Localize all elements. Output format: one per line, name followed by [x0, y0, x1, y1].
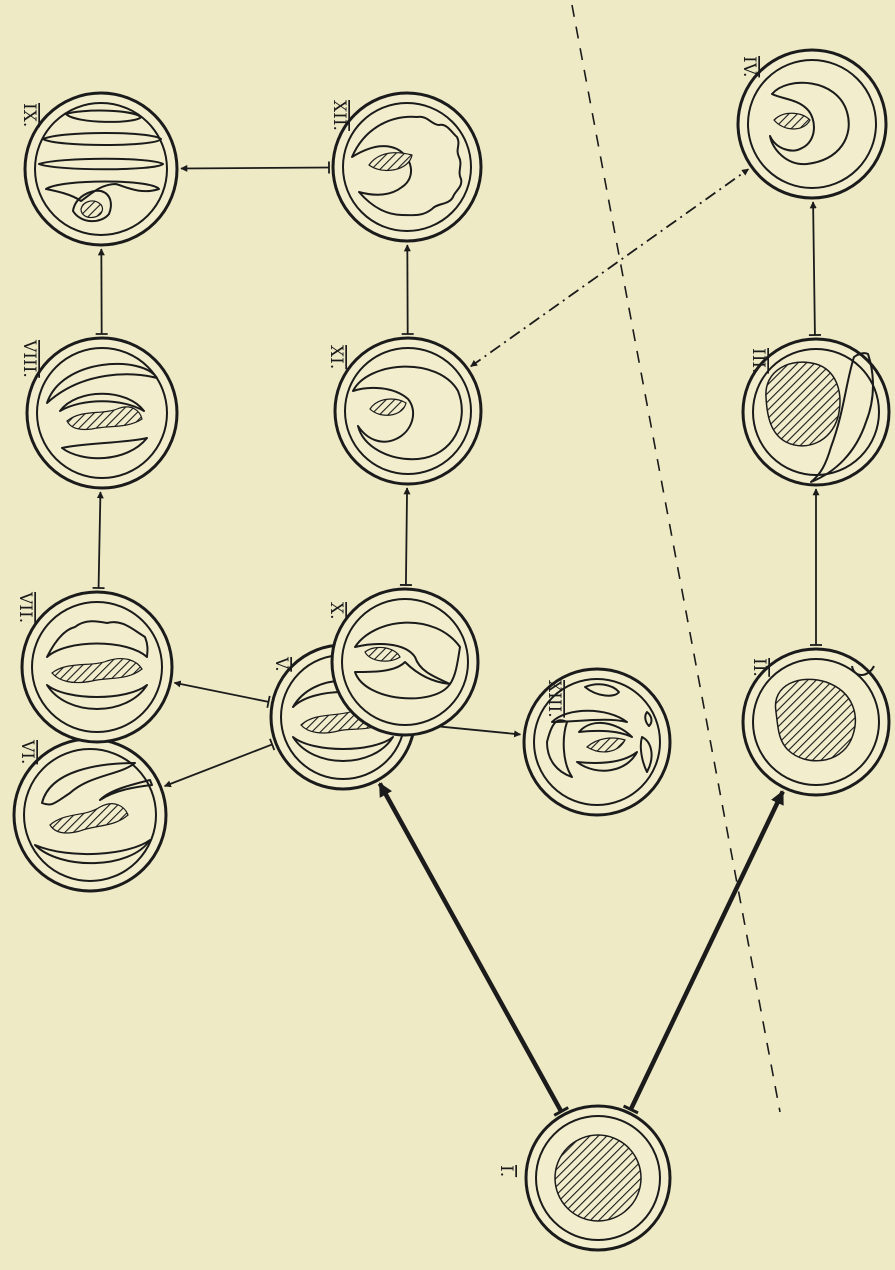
node-XII — [333, 93, 481, 241]
node-label-XIII: XIII. — [544, 680, 564, 718]
node-VII — [22, 592, 172, 742]
node-I — [526, 1106, 670, 1250]
node-label-XII: XII. — [329, 100, 349, 131]
node-IX — [25, 93, 177, 245]
node-label-VII: VII. — [15, 591, 35, 623]
edge-V-VII — [174, 683, 268, 702]
hatched-core — [766, 362, 840, 446]
hatched-core — [555, 1135, 641, 1221]
hatched-blob — [81, 201, 102, 218]
edge-VII-VIII — [99, 492, 101, 588]
node-label-X: X. — [326, 602, 346, 620]
edge-X-XI — [406, 488, 407, 585]
hatched-core — [775, 679, 855, 760]
edge-XI-IV — [471, 169, 749, 366]
edge-XII-IX — [181, 168, 329, 169]
edge-III-IV — [813, 202, 815, 335]
node-IV — [738, 50, 886, 198]
edge-I-V — [380, 784, 561, 1112]
node-label-VI: VI. — [17, 739, 37, 764]
divider-dashed-line — [572, 5, 780, 1112]
edge-V-VI — [165, 744, 273, 786]
node-label-III: III. — [748, 348, 768, 374]
node-label-IX: IX. — [19, 103, 39, 127]
node-XI — [335, 338, 481, 484]
edge-I-II — [631, 791, 783, 1109]
node-label-XI: XI. — [326, 345, 346, 369]
node-VIII — [27, 338, 177, 488]
node-label-I: I. — [496, 1165, 516, 1177]
node-label-IV: IV. — [739, 56, 759, 77]
edge-tail-V-VII — [267, 696, 269, 708]
node-label-II: II. — [749, 658, 769, 677]
node-X — [332, 589, 478, 735]
node-label-V: V. — [271, 656, 291, 672]
node-label-VIII: VIII. — [19, 339, 39, 378]
